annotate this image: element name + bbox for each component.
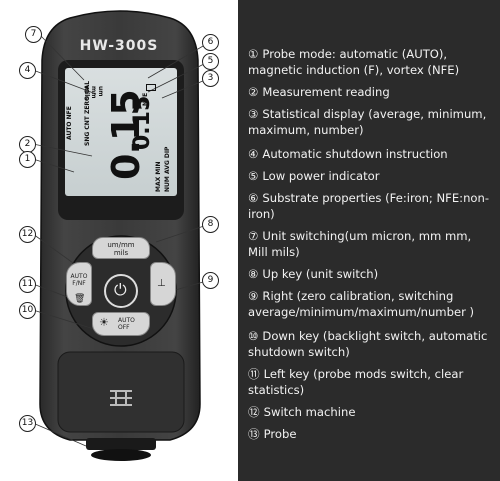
zero-calibration-icon: ⊥	[157, 278, 166, 289]
backlight-icon: ☀	[99, 316, 109, 329]
callout-8: 8	[202, 216, 219, 233]
callout-5: 5	[202, 53, 219, 70]
model-name: HW-300S	[79, 38, 159, 54]
callout-4: 4	[19, 62, 36, 79]
battery-icon	[146, 84, 156, 91]
product-photo-area: HW-300S AUTO NFE SNG CNT ZERO CAL um mm …	[0, 0, 238, 481]
callout-1: 1	[19, 151, 36, 168]
callout-13: 13	[19, 415, 36, 432]
probe	[86, 438, 156, 450]
power-button[interactable]	[104, 274, 138, 308]
callout-3: 3	[202, 70, 219, 87]
down-key-backlight-button[interactable]	[92, 312, 150, 336]
callout-10: 10	[19, 302, 36, 319]
lcd-screen	[65, 68, 177, 196]
lcd-stats-bottom: MAX MIN	[155, 161, 162, 192]
trash-icon: 🗑	[74, 294, 86, 304]
up-key-unit-button[interactable]: um/mm mils	[92, 237, 150, 259]
callout-11: 11	[19, 276, 36, 293]
right-key-zero-button[interactable]	[150, 262, 176, 306]
callout-9: 9	[202, 272, 219, 289]
lcd-stats-bottom2: NUM AVG DIP	[164, 146, 171, 192]
left-key-probe-button[interactable]: AUTO F/NF	[66, 262, 92, 306]
auto-off-label: AUTO OFF	[118, 317, 135, 331]
power-icon: ⏻	[114, 280, 127, 299]
brand-logo-mark	[110, 390, 132, 406]
lcd-units: um mm mils	[83, 86, 104, 100]
callout-6: 6	[202, 34, 219, 51]
callout-7: 7	[25, 26, 42, 43]
callout-12: 12	[19, 226, 36, 243]
lcd-nfe-label: NFE	[142, 92, 149, 106]
lcd-probe-mode: AUTO NFE	[66, 106, 73, 140]
